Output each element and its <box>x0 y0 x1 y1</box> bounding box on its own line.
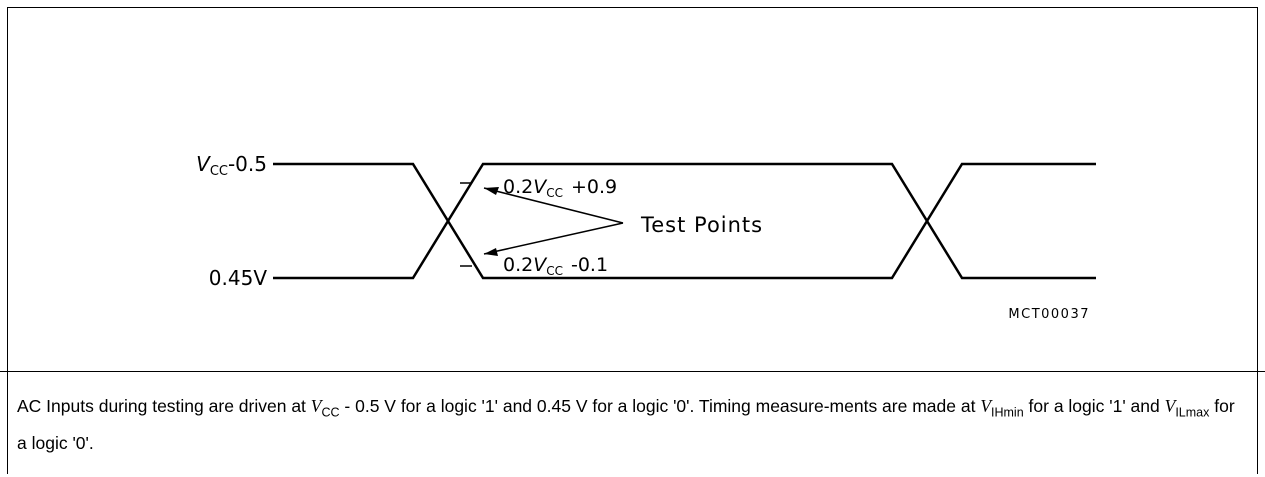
caption-divider <box>0 371 1265 372</box>
figure-caption: AC Inputs during testing are driven at V… <box>17 396 1235 453</box>
label-vcc-high: VCC-0.5 <box>196 152 267 179</box>
arrow-lower-head <box>484 248 498 256</box>
arrow-upper-line <box>483 187 624 224</box>
label-test-point-low: 0.2VCC-0.1 <box>503 254 608 278</box>
figure-code: MCT00037 <box>1008 307 1090 322</box>
figure-frame <box>7 7 1258 474</box>
arrow-lower-line <box>483 222 624 255</box>
label-test-points: Test Points <box>640 213 763 237</box>
waveform-lower <box>273 162 1096 280</box>
waveform-upper <box>273 162 1096 280</box>
label-low-level: 0.45V <box>209 266 268 290</box>
timing-diagram: VCC-0.5 0.45V 0.2VCC+0.9 0.2VCC-0.1 Test… <box>196 152 1096 322</box>
label-test-point-high: 0.2VCC+0.9 <box>503 176 617 200</box>
arrow-upper-head <box>484 187 499 195</box>
